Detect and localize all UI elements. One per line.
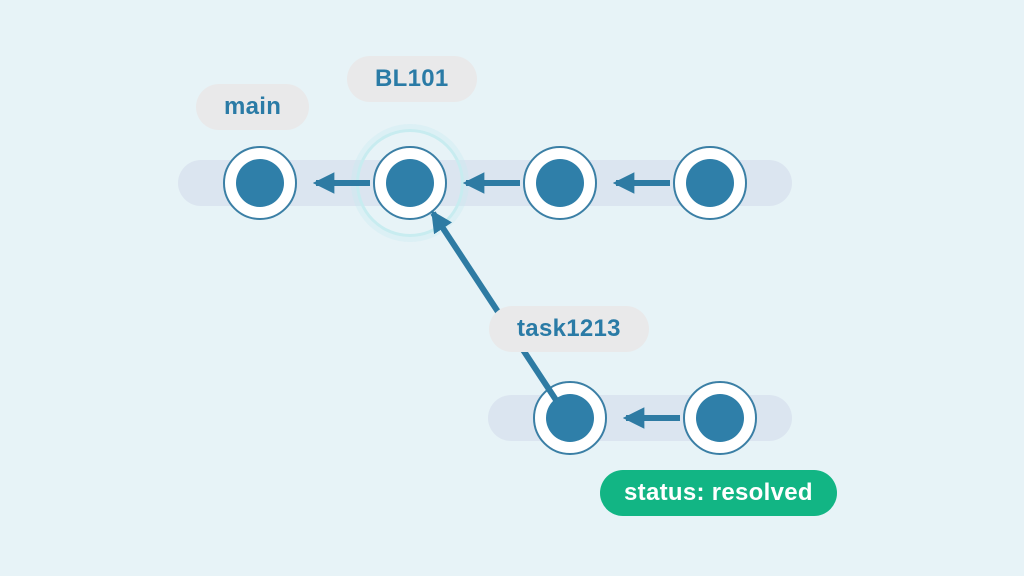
commit-node-core: [536, 159, 584, 207]
bl101-tag-label-text: BL101: [375, 65, 449, 92]
main-branch-label-text: main: [224, 93, 282, 120]
commit-node-core: [546, 394, 594, 442]
commit-node-main-3: [523, 146, 597, 220]
commit-node-main-2-bl101: [373, 146, 447, 220]
status-badge-text: status: resolved: [624, 479, 813, 506]
commit-node-core: [386, 159, 434, 207]
commit-node-task-2: [683, 381, 757, 455]
main-branch-label: main: [196, 84, 310, 130]
task-branch-label-text: task1213: [517, 315, 621, 342]
commit-node-task-1: [533, 381, 607, 455]
status-badge: status: resolved: [600, 470, 837, 516]
bl101-tag-label: BL101: [347, 56, 477, 102]
commit-node-main-4: [673, 146, 747, 220]
task-branch-label: task1213: [489, 306, 649, 352]
commit-node-main-1: [223, 146, 297, 220]
commit-node-core: [236, 159, 284, 207]
commit-node-core: [686, 159, 734, 207]
commit-node-core: [696, 394, 744, 442]
